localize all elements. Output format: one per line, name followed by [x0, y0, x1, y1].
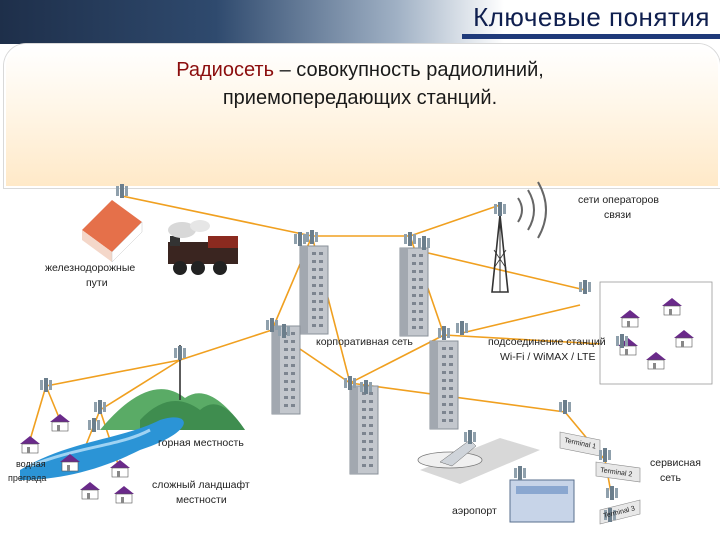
corporate-building-1: [294, 230, 329, 335]
definition-line-2: приемопередающих станций.: [222, 87, 498, 109]
radio-network-diagram: железнодорожные пути сети операторов свя…: [8, 181, 713, 525]
label-terminal-2: Terminal 2: [600, 467, 633, 478]
operator-radio-mast-icon: [491, 181, 547, 293]
label-operators-2: связи: [604, 209, 631, 221]
definition-line-1: Радиосеть – совокупность радиолиний,: [0, 56, 720, 84]
label-railway-2: пути: [86, 277, 108, 289]
corporate-building-2: [399, 232, 430, 337]
slide-title: Ключевые понятия: [473, 2, 710, 32]
airport-icon: [417, 430, 575, 523]
corporate-building-5: [344, 376, 379, 475]
label-airport: аэропорт: [452, 505, 497, 517]
label-railway-1: железнодорожные: [45, 262, 135, 274]
label-landscape-2: местности: [176, 494, 227, 506]
terminals-icon: [559, 400, 641, 525]
label-landscape-1: сложный ландшафт: [152, 479, 250, 491]
label-connection-1: подсоединение станций: [488, 336, 606, 348]
label-mountain: горная местность: [158, 437, 244, 449]
definition-term: Радиосеть: [176, 59, 275, 81]
locomotive-icon: [168, 220, 238, 275]
label-water-2: преграда: [8, 473, 46, 483]
title-underline: [462, 34, 720, 39]
houses-right: [579, 280, 713, 385]
definition-text: Радиосеть – совокупность радиолиний, при…: [0, 56, 720, 112]
label-connection-2: Wi-Fi / WiMAX / LTE: [500, 351, 595, 363]
label-service-2: сеть: [660, 472, 682, 484]
railway-building-icon: [82, 200, 143, 263]
content-panel: [4, 44, 720, 188]
label-operators-1: сети операторов: [578, 194, 659, 206]
corporate-building-4: [429, 321, 468, 430]
definition-rest: – совокупность радиолиний,: [274, 59, 544, 81]
corporate-building-3: [266, 318, 301, 415]
label-water-1: водная: [16, 459, 46, 469]
mountain-icon: [100, 345, 245, 430]
label-corporate: корпоративная сеть: [316, 336, 413, 348]
label-service-1: сервисная: [650, 457, 701, 469]
water-obstacle-icon: [20, 417, 184, 480]
